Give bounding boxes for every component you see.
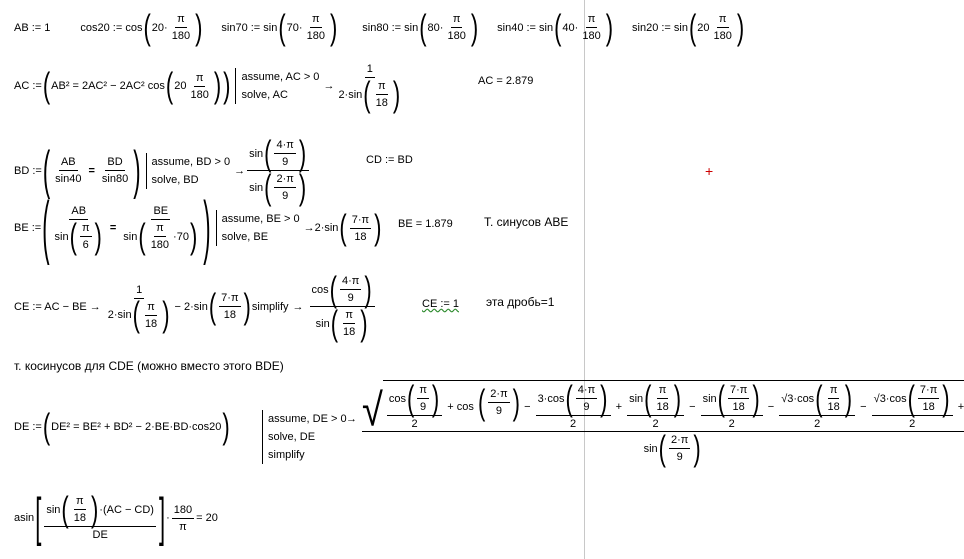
be-numeric-result[interactable]: BE = 1.879 (398, 218, 453, 230)
ab-definition[interactable]: AB := 1 (14, 21, 51, 34)
de-arrow: → (346, 413, 357, 425)
ce-definition[interactable]: CE := 1 (422, 298, 459, 310)
sqrt-sign-icon: √ (362, 385, 383, 437)
cosine-law-note[interactable]: т. косинусов для CDE (можно вместо этого… (14, 359, 284, 373)
bd-keywords: assume, BD > 0 solve, BD (145, 152, 230, 189)
crosshair-cursor-icon: + (705, 163, 714, 179)
fraction-note[interactable]: эта дробь=1 (486, 295, 555, 309)
ac-keywords: assume, AC > 0 solve, AC (235, 68, 319, 104)
be-keywords: assume, BE > 0 solve, BE (215, 210, 300, 246)
de-expression[interactable]: DE := (DE² = BE² + BD² − 2·BE·BD·cos20) (14, 406, 230, 447)
cd-definition[interactable]: CD := BD (366, 154, 413, 166)
vertical-cursor-line (584, 0, 585, 559)
de-keywords: assume, DE > 0 solve, DE simplify (262, 410, 347, 464)
sine-law-note[interactable]: Т. синусов ABE (484, 215, 569, 229)
ac-numeric-result[interactable]: AC = 2.879 (478, 75, 534, 87)
